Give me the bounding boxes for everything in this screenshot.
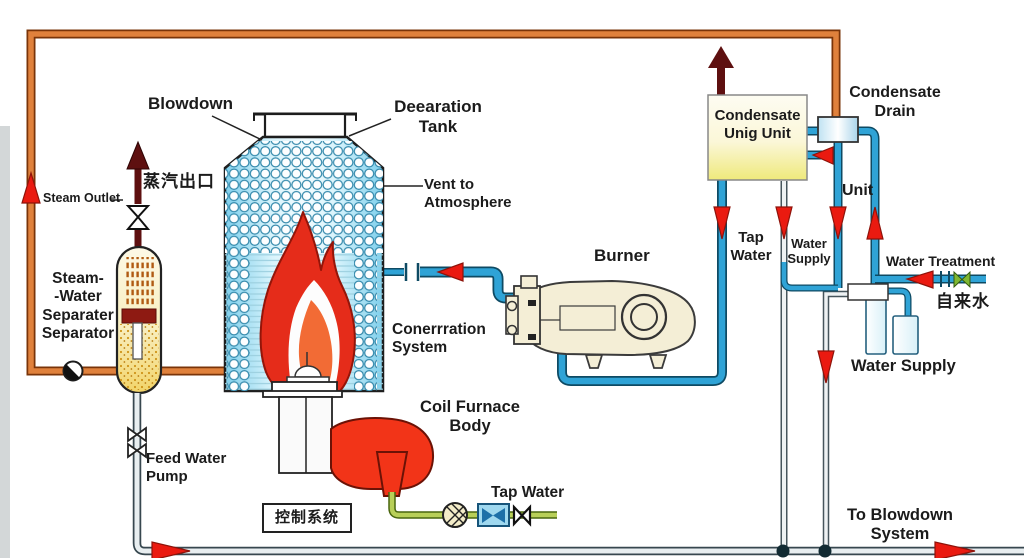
condensate-drain-box: [817, 116, 859, 143]
condensate-unit-box: [707, 94, 808, 181]
label-control-system: 控制系统: [274, 509, 339, 526]
flame-icon: [259, 211, 356, 392]
arrow-up-treated: [866, 206, 884, 240]
label-connectors: [111, 115, 423, 201]
label-burner: Burner: [594, 246, 650, 265]
label-blowdown: Blowdown: [148, 94, 233, 113]
coil-furnace-tank: [223, 112, 385, 474]
pipe-junction-dots: [776, 544, 832, 558]
feed-water-pipe: [132, 393, 1024, 556]
burner-machine: [505, 275, 696, 369]
arrow-down-water-supply: [775, 206, 793, 240]
arrow-right-feed: [151, 541, 191, 558]
label-condensate-drain: Condensate Drain: [849, 84, 941, 120]
arrow-left-treatment: [905, 270, 934, 289]
label-condensate-unit: Condensate Unig Unit: [714, 107, 801, 142]
steam-outlet-pipe: [125, 140, 151, 247]
label-vent-to-atmosphere: Vent to Atmosphere: [424, 176, 512, 211]
arrow-right-blowdown: [934, 541, 976, 558]
label-water-treatment: Water Treatment: [886, 253, 996, 269]
ball-valve-icon: [62, 360, 84, 382]
condensate-vent-arrow: [708, 46, 734, 96]
green-tap-water-pipe: [388, 492, 557, 528]
label-water-supply-tanks: Water Supply: [851, 357, 956, 375]
feed-pump-valve-icon: [127, 426, 147, 459]
flow-arrows: [21, 146, 976, 558]
arrow-down-unit: [829, 206, 847, 240]
arrow-down-drain: [817, 350, 835, 384]
steam-valve-icon: [125, 205, 151, 219]
control-system-box: [262, 503, 352, 533]
arrow-up-steam: [21, 170, 41, 204]
label-tap-water-cn: 自来水: [936, 292, 990, 311]
strainer-icon: [442, 502, 468, 528]
label-concentration-system: Conerrration System: [392, 321, 486, 357]
shutoff-valve-icon: [512, 504, 532, 527]
burner-nozzle-icon: [294, 365, 322, 378]
blue-valve-icon: [477, 503, 510, 527]
label-tap-water: Tap Water: [730, 229, 772, 264]
treatment-valve-icon: [953, 270, 971, 289]
label-tap-water-green: Tap Water: [491, 484, 565, 501]
water-supply-tanks: [847, 283, 919, 355]
water-pipes: [383, 126, 986, 386]
label-to-blowdown-system: To Blowdown System: [846, 506, 953, 544]
label-steam-outlet-cn: 蒸汽出口: [143, 172, 215, 191]
arrow-left-to-tank: [436, 262, 464, 282]
screen-edge-shade: [0, 126, 10, 558]
label-feed-water-pump: Feed Water Pump: [146, 450, 227, 485]
arrow-down-tap-water: [713, 206, 731, 240]
label-coil-furnace-body: Coil Furnace Body: [420, 398, 520, 436]
arrow-left-condensate: [811, 146, 834, 165]
label-unit: Unit: [842, 182, 874, 199]
coil-furnace-body: [330, 417, 435, 497]
steam-water-separator: [115, 245, 163, 395]
label-separator: Steam- -Water Separater Separator: [41, 270, 115, 342]
steam-loop-pipe: [26, 29, 841, 376]
label-deaeration-tank: Deearation Tank: [394, 97, 482, 137]
label-steam-outlet: Steam Outlet: [43, 191, 121, 205]
label-water-supply-pipe: Water Supply: [787, 236, 831, 267]
tank-top-drum: [263, 112, 347, 139]
gray-drain-pipes: [780, 181, 849, 551]
